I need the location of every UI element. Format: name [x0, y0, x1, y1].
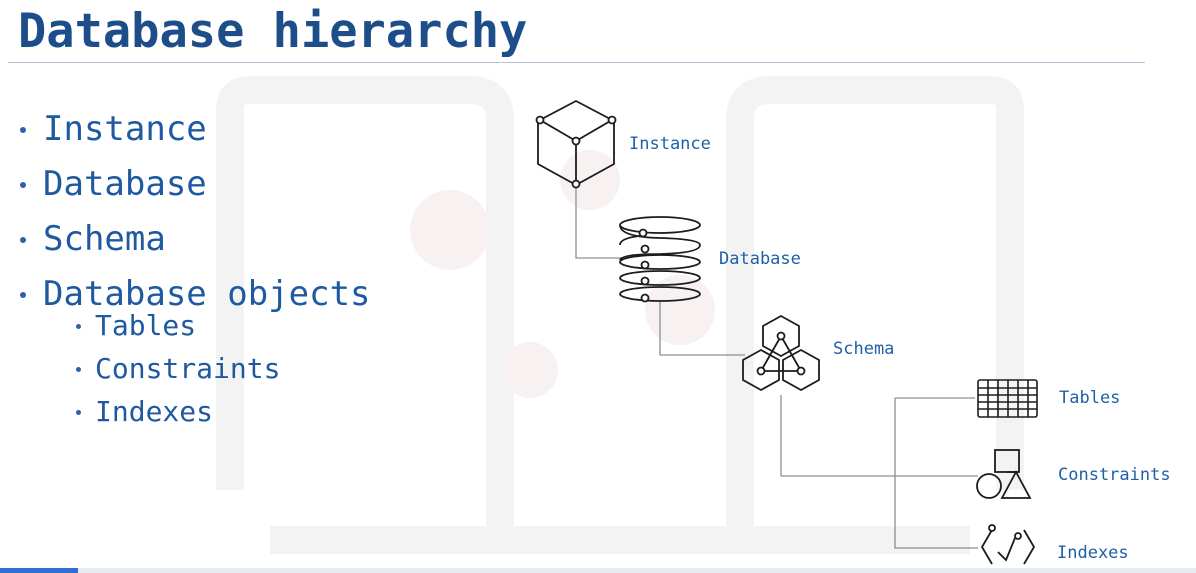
label-instance: Instance: [629, 134, 711, 154]
connector-lines: [575, 185, 978, 549]
sub-bullet-constraints: Constraints: [75, 351, 280, 394]
label-database: Database: [719, 249, 801, 269]
sub-bullet-tables: Tables: [75, 308, 280, 351]
sub-bullet-indexes: Indexes: [75, 394, 280, 437]
bullet-database-objects: Database objects: [18, 272, 371, 327]
bullet-database: Database: [18, 162, 371, 217]
label-constraints: Constraints: [1058, 465, 1171, 485]
page-title: Database hierarchy: [18, 4, 528, 59]
label-schema: Schema: [833, 339, 895, 359]
video-progress-track[interactable]: [0, 568, 1196, 573]
schema-hexagon-icon: [742, 314, 820, 392]
table-grid-icon: [977, 379, 1038, 418]
label-tables: Tables: [1059, 388, 1121, 408]
video-progress-fill: [0, 568, 78, 573]
bullet-instance: Instance: [18, 107, 371, 162]
bullet-schema: Schema: [18, 217, 371, 272]
database-objects-sublist: Tables Constraints Indexes: [75, 308, 280, 437]
title-divider: [8, 62, 1145, 63]
cube-icon: [535, 99, 617, 189]
database-stack-icon: [619, 216, 701, 303]
hierarchy-bullet-list: Instance Database Schema Database object…: [18, 107, 371, 327]
index-code-icon: [980, 524, 1036, 565]
label-indexes: Indexes: [1057, 543, 1129, 563]
constraints-shapes-icon: [976, 449, 1032, 499]
